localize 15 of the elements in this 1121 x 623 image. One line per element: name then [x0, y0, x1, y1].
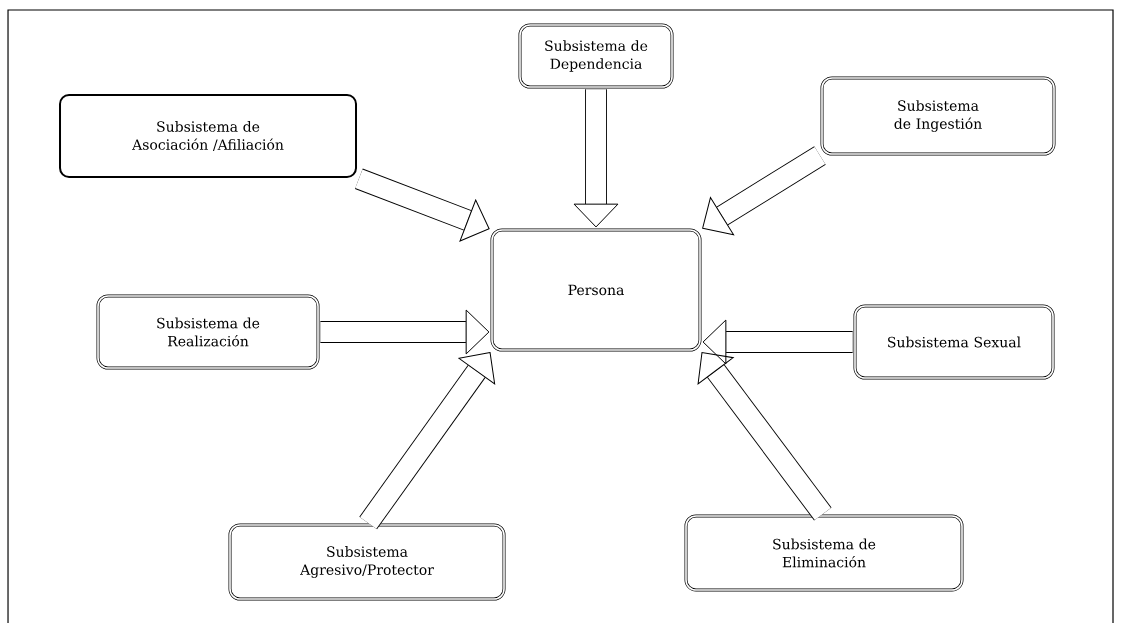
process-box: Subsistema de Dependencia: [518, 23, 674, 89]
block-arrow: [320, 309, 490, 355]
block-arrow: [697, 352, 832, 521]
process-box: Subsistema Sexual: [853, 304, 1055, 380]
process-box: Subsistema de Eliminación: [684, 514, 964, 592]
block-arrow: [702, 319, 853, 365]
block-arrow: [359, 352, 496, 530]
process-box: Persona: [490, 228, 702, 352]
block-arrow: [702, 146, 826, 236]
process-box: Subsistema de Realización: [96, 294, 320, 370]
block-arrow: [354, 168, 490, 242]
block-arrow: [573, 89, 619, 228]
process-box: Subsistema de Asociación /Afiliación: [59, 94, 357, 178]
process-box: Subsistema Agresivo/Protector: [228, 523, 506, 601]
process-box: Subsistema de Ingestión: [820, 76, 1056, 156]
